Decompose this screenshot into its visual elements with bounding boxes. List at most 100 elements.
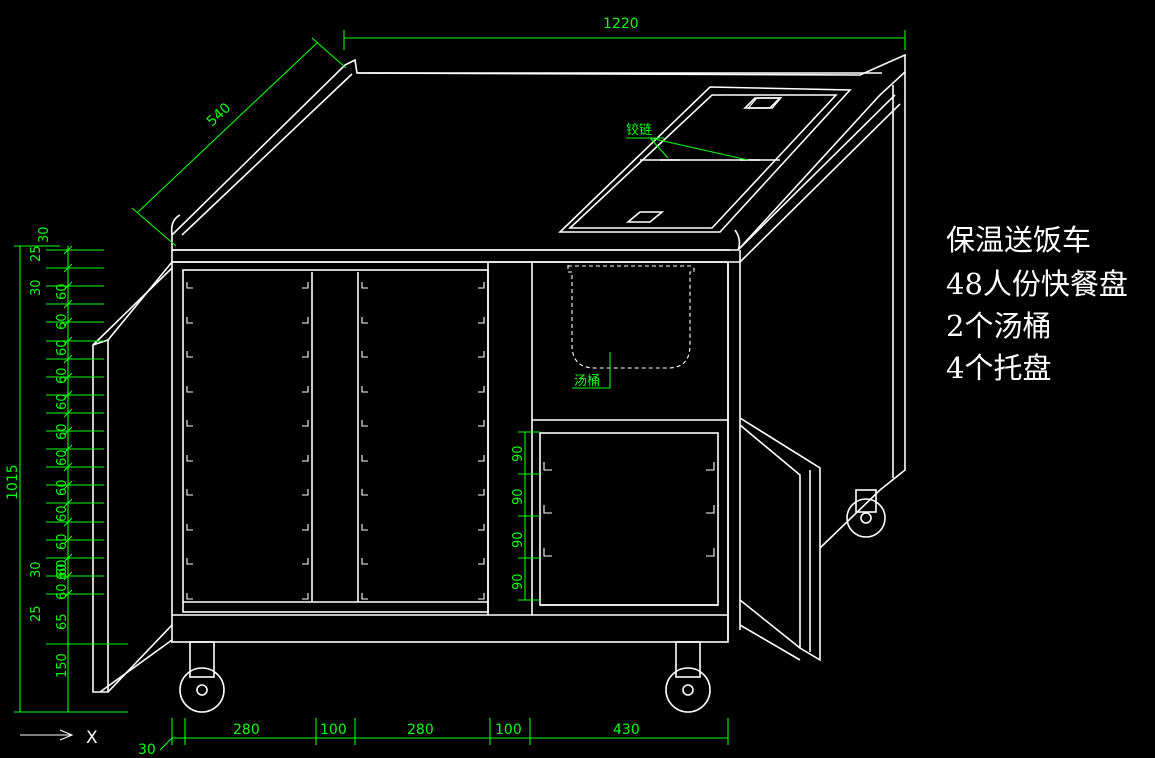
left-stack-label: 25	[29, 605, 44, 622]
dim-bottom-4: 100	[495, 722, 522, 738]
dimension-tick	[63, 480, 73, 490]
tray-rail	[186, 420, 193, 427]
tray-rail	[186, 317, 193, 324]
dimension-tick	[63, 553, 73, 563]
tray-rail	[361, 455, 368, 462]
dimension-tick	[63, 281, 73, 291]
cart-body	[92, 53, 906, 713]
dim-bottom-2: 100	[320, 722, 347, 738]
tray-rail	[302, 455, 309, 462]
axis-x-label: X	[86, 728, 98, 748]
dimension-tick	[63, 263, 73, 273]
left-stack-label: 60	[55, 393, 70, 410]
left-stack-label: 60	[55, 283, 70, 300]
tray-rail	[186, 282, 193, 289]
left-stack-label: 60	[55, 563, 70, 580]
tray-rail	[186, 351, 193, 358]
tray-rail	[478, 558, 485, 565]
dim-bottom-5: 430	[613, 722, 640, 738]
left-stack-label: 25	[29, 245, 44, 262]
dimension-tick	[63, 426, 73, 436]
dimension-tick	[63, 498, 73, 508]
hinge-label: 铰链	[626, 123, 652, 138]
left-stack-label: 60	[55, 559, 70, 576]
tray-rail	[302, 386, 309, 393]
dim-bottom-offset: 30	[138, 742, 156, 758]
tray-rail	[361, 317, 368, 324]
left-stack-label: 60	[55, 339, 70, 356]
dimension-tick	[63, 535, 73, 545]
dim-top-width: 1220	[603, 16, 639, 32]
tray-rail	[186, 455, 193, 462]
dimension-tick	[63, 408, 73, 418]
dimension-tick	[63, 372, 73, 382]
dim-bottom-1: 280	[233, 722, 260, 738]
tray-rail	[478, 489, 485, 496]
note-soup-buckets: 2个汤桶	[946, 309, 1052, 343]
left-stack-label: 30	[29, 561, 44, 578]
tray-rail	[478, 386, 485, 393]
dimension-lines	[14, 30, 906, 751]
tray-rail	[706, 548, 715, 557]
tray-rail	[302, 489, 309, 496]
left-stack-label: 30	[29, 279, 44, 296]
tray-rail	[478, 317, 485, 324]
tray-rail	[543, 462, 552, 471]
right-stack-label: 90	[511, 488, 526, 505]
tray-rail	[302, 420, 309, 427]
note-title: 保温送饭车	[946, 223, 1092, 257]
tray-rail	[478, 593, 485, 600]
right-stack-label: 90	[511, 445, 526, 462]
tray-rail	[302, 282, 309, 289]
dimension-tick	[63, 589, 73, 599]
tray-rail	[543, 548, 552, 557]
wheel-front-left	[179, 641, 225, 713]
wheel-rear-right	[846, 489, 886, 538]
tray-rail	[186, 558, 193, 565]
tray-rail	[361, 386, 368, 393]
tray-rail	[302, 593, 309, 600]
dimension-tick	[63, 517, 73, 527]
tray-rail	[186, 386, 193, 393]
tray-rail	[361, 351, 368, 358]
tray-rail	[302, 317, 309, 324]
dimension-tick	[63, 444, 73, 454]
dimension-tick	[63, 354, 73, 364]
left-stack-label: 60	[55, 423, 70, 440]
tray-rail	[361, 282, 368, 289]
tray-rail	[186, 489, 193, 496]
tray-rail	[361, 593, 368, 600]
tray-rail	[706, 462, 715, 471]
note-trays: 4个托盘	[946, 351, 1052, 385]
tray-rail	[478, 455, 485, 462]
left-stack-label: 150	[55, 653, 70, 678]
dim-bottom-3: 280	[407, 722, 434, 738]
tray-rail	[361, 489, 368, 496]
dimension-tick	[63, 299, 73, 309]
dimension-tick	[63, 571, 73, 581]
left-stack-label: 60	[55, 505, 70, 522]
tray-rail	[543, 505, 552, 514]
dimension-tick	[63, 317, 73, 327]
tray-rail	[478, 282, 485, 289]
left-stack-label: 60	[55, 313, 70, 330]
right-stack-label: 90	[511, 531, 526, 548]
tray-rail	[186, 524, 193, 531]
tray-rail	[302, 558, 309, 565]
wheel-front-right	[665, 641, 711, 713]
left-stack-label: 60	[55, 367, 70, 384]
left-stack-label: 65	[55, 613, 70, 630]
tray-rail	[302, 524, 309, 531]
tray-rails	[186, 282, 715, 600]
left-stack-label: 60	[55, 583, 70, 600]
tray-rail	[478, 420, 485, 427]
dimension-tick	[63, 390, 73, 400]
dimension-tick	[63, 336, 73, 346]
left-stack-label: 60	[55, 449, 70, 466]
tray-rail	[706, 505, 715, 514]
dim-height: 1015	[5, 464, 21, 500]
dimension-tick	[63, 245, 73, 255]
